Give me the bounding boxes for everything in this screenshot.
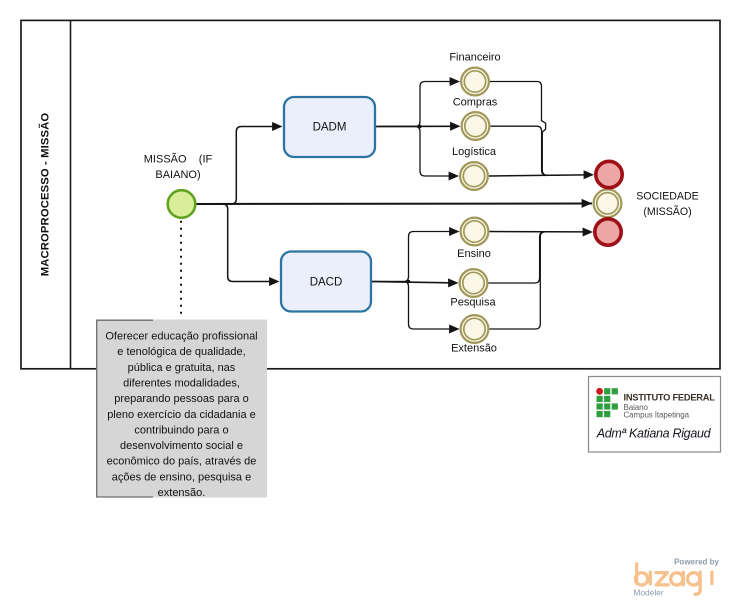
svg-text:extensão.: extensão. xyxy=(158,487,206,499)
svg-text:ações de ensino, pesquisa e: ações de ensino, pesquisa e xyxy=(112,471,251,483)
svg-text:MISSÃO (IF: MISSÃO (IF xyxy=(144,153,213,166)
svg-text:Admª Katiana Rigaud: Admª Katiana Rigaud xyxy=(596,427,712,441)
svg-text:Powered by: Powered by xyxy=(674,558,719,567)
svg-text:DACD: DACD xyxy=(310,277,343,289)
svg-text:SOCIEDADE: SOCIEDADE xyxy=(636,191,698,203)
svg-text:BAIANO): BAIANO) xyxy=(155,169,200,181)
svg-text:contribuindo para o: contribuindo para o xyxy=(134,424,228,436)
svg-text:Pesquisa: Pesquisa xyxy=(450,297,496,309)
svg-text:pleno exercício da cidadania e: pleno exercício da cidadania e xyxy=(107,409,256,421)
svg-text:econômico do país, através de: econômico do país, através de xyxy=(107,456,257,468)
svg-text:desenvolvimento social e: desenvolvimento social e xyxy=(120,440,243,452)
svg-text:Extensão: Extensão xyxy=(451,343,497,355)
svg-text:INSTITUTO FEDERAL: INSTITUTO FEDERAL xyxy=(624,393,716,403)
svg-text:Campus Itapetinga: Campus Itapetinga xyxy=(624,410,690,419)
svg-text:preparando pessoas para o: preparando pessoas para o xyxy=(114,393,249,405)
svg-text:Financeiro: Financeiro xyxy=(449,52,500,64)
svg-text:DADM: DADM xyxy=(313,122,347,134)
svg-text:pública e gratuita, nas: pública e gratuita, nas xyxy=(128,362,236,374)
svg-text:(MISSÃO): (MISSÃO) xyxy=(643,205,691,218)
svg-text:Modeler: Modeler xyxy=(633,587,663,597)
svg-text:MACROPROCESSO - MISSÃO: MACROPROCESSO - MISSÃO xyxy=(39,113,52,277)
svg-text:e tenológica de qualidade,: e tenológica de qualidade, xyxy=(117,346,245,358)
svg-text:Compras: Compras xyxy=(453,97,498,109)
svg-text:diferentes modalidades,: diferentes modalidades, xyxy=(123,377,240,389)
svg-text:Oferecer educação profissional: Oferecer educação profissional xyxy=(105,331,257,343)
svg-text:Baiano: Baiano xyxy=(624,403,649,412)
svg-text:Logística: Logística xyxy=(452,146,497,158)
svg-text:Ensino: Ensino xyxy=(457,248,491,260)
